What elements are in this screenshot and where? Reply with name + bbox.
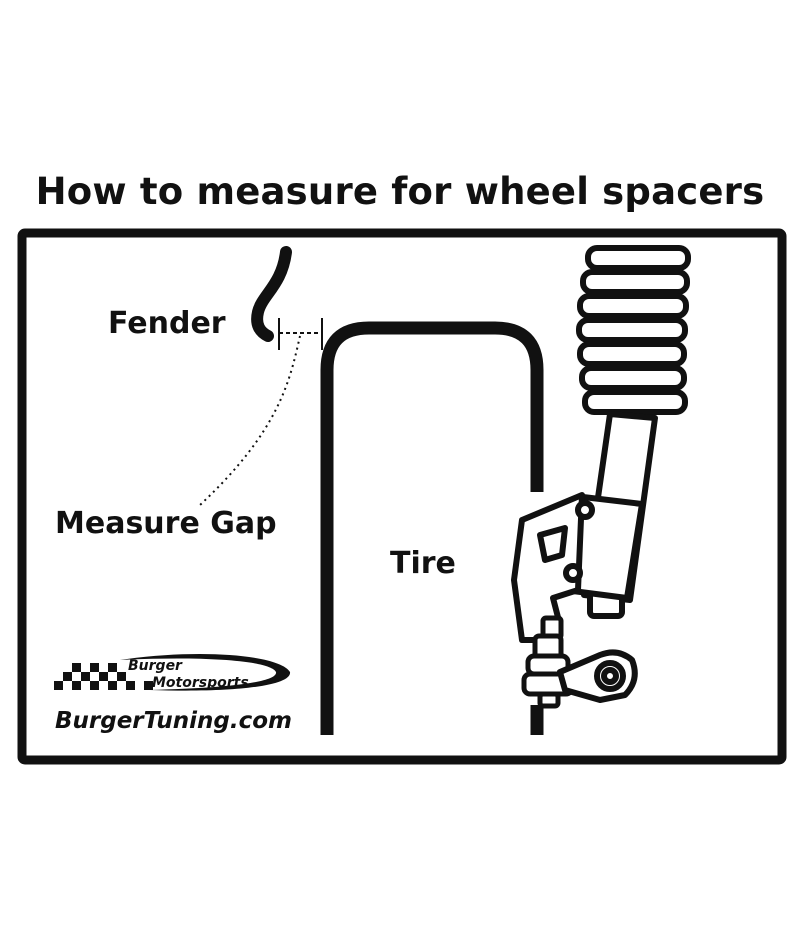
tire-outline [320, 321, 544, 735]
control-arm [557, 649, 638, 703]
gap-leader-line [199, 335, 301, 506]
tire-label: Tire [390, 546, 456, 581]
logo-line2: Motorsports [152, 675, 249, 691]
ball-joint [521, 615, 575, 709]
website-text: BurgerTuning.com [55, 708, 292, 734]
diagram-frame [17, 228, 787, 765]
fender-label: Fender [108, 306, 226, 341]
steering-knuckle [511, 492, 595, 643]
logo-line1: Burger [128, 658, 183, 674]
fender-shape [251, 246, 292, 342]
gap-measurement [278, 318, 323, 350]
coil-spring [576, 245, 691, 415]
burger-motorsports-logo: Burger Motorsports [54, 653, 291, 691]
measure-gap-label: Measure Gap [55, 506, 277, 541]
strut-assembly [562, 411, 658, 619]
diagram-title: How to measure for wheel spacers [35, 170, 765, 213]
